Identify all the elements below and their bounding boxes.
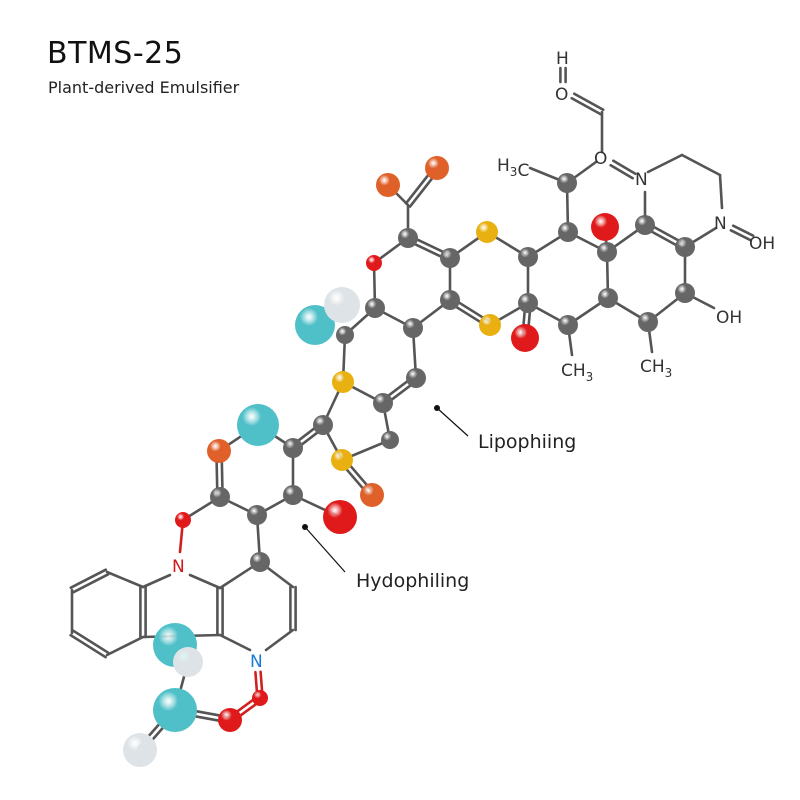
sulfur-atom: [332, 371, 354, 393]
atoms-layer: [123, 156, 695, 767]
bond: [646, 153, 684, 174]
carbon-atom: [597, 242, 617, 262]
atom-label-oh-lower: OH: [716, 308, 742, 328]
carbon-atom: [406, 368, 426, 388]
oxygen-atom: [252, 690, 268, 706]
carbon-atom: [313, 415, 333, 435]
oxygen-atom: [323, 500, 357, 534]
bond: [141, 573, 172, 589]
sulfur-atom: [479, 314, 501, 336]
atom-label-n-red: N: [172, 557, 185, 577]
oxygen-atom: [175, 512, 191, 528]
callout-leader: [436, 407, 469, 437]
atom-label-ch3-a: CH3: [561, 361, 593, 384]
callout-leader: [304, 526, 346, 573]
double-bond: [570, 96, 603, 116]
carbon-atom: [635, 215, 655, 235]
bond: [188, 573, 222, 590]
atom-label-ch3-b: CH3: [640, 357, 672, 380]
double-bond: [572, 92, 605, 112]
carbon-atom: [365, 298, 385, 318]
oxygen-atom: [218, 708, 242, 732]
carbon-atom: [675, 283, 695, 303]
carbon-atom: [558, 222, 578, 242]
carbon-atom: [247, 505, 267, 525]
orange-atom: [376, 173, 400, 197]
double-bond: [69, 633, 107, 659]
oxygen-atom: [511, 324, 539, 352]
double-bond: [612, 159, 637, 176]
callout-hydrophilic: Hydophiling: [302, 524, 469, 592]
orange-atom: [425, 156, 449, 180]
orange-atom: [207, 439, 231, 463]
hydrogen-atom: [324, 287, 360, 323]
atom-label-n-ring: N: [635, 170, 648, 190]
double-bond: [729, 229, 753, 242]
carbon-atom: [210, 487, 230, 507]
carbon-atom: [675, 237, 695, 257]
callout-label-lipophilic: Lipophiing: [478, 431, 576, 453]
carbon-atom: [518, 293, 538, 313]
orange-atom: [360, 483, 384, 507]
carbon-atom: [373, 393, 393, 413]
atom-label-o-top: O: [555, 85, 568, 105]
bond: [218, 633, 252, 652]
atom-label-n-oh: N: [714, 214, 727, 234]
atom-label-oh-right: OH: [749, 234, 775, 254]
hydrogen-atom: [173, 647, 203, 677]
carbon-atom: [598, 288, 618, 308]
double-bond: [731, 224, 755, 237]
bond: [680, 153, 722, 177]
atom-label-o-mid: O: [594, 149, 607, 169]
atom-label-n-blue: N: [250, 652, 263, 672]
carbon-atom: [557, 173, 577, 193]
atom-labels-layer: H O H3C O N N OH OH CH3 CH3 N N: [172, 49, 775, 672]
bond: [105, 635, 145, 657]
molecule-subtitle: Plant-derived Emulsifier: [48, 78, 240, 97]
oxygen-atom: [366, 255, 382, 271]
carbon-atom: [403, 318, 423, 338]
carbon-atom: [440, 248, 460, 268]
carbon-atom: [638, 312, 658, 332]
carbon-atom: [558, 315, 578, 335]
oxygen-atom: [591, 213, 619, 241]
callout-lipophilic: Lipophiing: [434, 405, 576, 453]
teal-atom: [295, 305, 335, 345]
bond: [105, 570, 145, 589]
atom-label-h-top: H: [556, 49, 569, 69]
atom-label-h3c: H3C: [497, 156, 529, 181]
carbon-atom: [440, 290, 460, 310]
molecule-title: BTMS-25: [47, 36, 184, 71]
carbon-atom: [283, 485, 303, 505]
double-bond: [71, 573, 110, 594]
teal-atom: [237, 404, 279, 446]
carbon-atom: [283, 438, 303, 458]
carbon-atom: [250, 552, 270, 572]
bond: [718, 173, 724, 210]
double-bond: [69, 568, 108, 589]
bond: [264, 628, 295, 652]
carbon-atom: [336, 326, 354, 344]
double-bond: [609, 163, 634, 180]
carbon-atom: [518, 247, 538, 267]
carbon-atom: [381, 431, 399, 449]
double-bond: [72, 629, 110, 655]
carbon-atom: [398, 228, 418, 248]
sulfur-atom: [476, 221, 498, 243]
teal-atom: [153, 688, 197, 732]
hydrogen-atom: [123, 733, 157, 767]
callout-label-hydrophilic: Hydophiling: [356, 570, 469, 592]
sulfur-atom: [331, 449, 353, 471]
